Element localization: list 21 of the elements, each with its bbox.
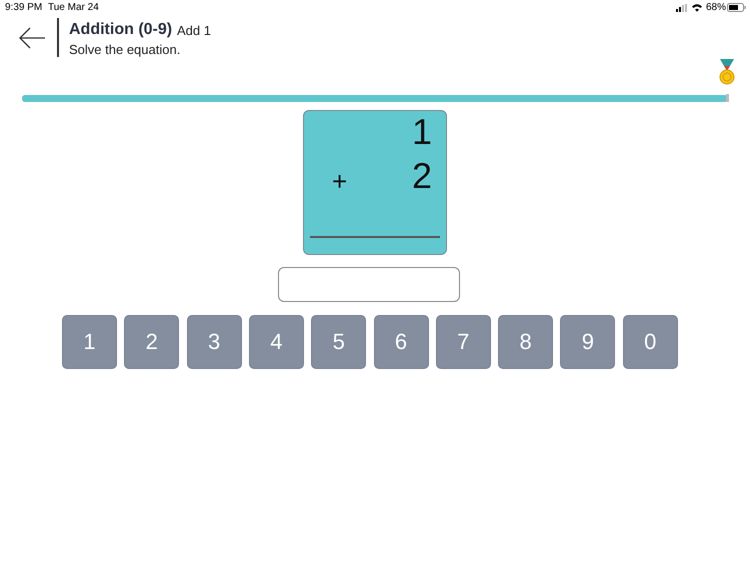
subtitle: Add 1 bbox=[177, 23, 211, 38]
number-key: 8 bbox=[498, 315, 554, 369]
number-key: 1 bbox=[62, 315, 117, 369]
lesson-title: Addition (0-9) bbox=[69, 21, 172, 39]
addend: 2 bbox=[412, 155, 432, 197]
plus-sign: + bbox=[332, 166, 348, 197]
problem-card bbox=[303, 110, 447, 255]
number-key: 9 bbox=[560, 315, 616, 369]
answer-input-field bbox=[278, 267, 460, 302]
number-key: 7 bbox=[436, 315, 491, 369]
number-key: 6 bbox=[374, 315, 428, 369]
number-key: 4 bbox=[248, 315, 304, 369]
number-key: 0 bbox=[622, 315, 678, 369]
number-key: 5 bbox=[311, 315, 366, 369]
status-time: 9:39 PM bbox=[5, 2, 42, 13]
battery-percentage: 68% bbox=[706, 2, 726, 13]
status-date: Tue Mar 24 bbox=[48, 2, 99, 13]
number-key: 2 bbox=[124, 315, 180, 369]
addend: 1 bbox=[412, 111, 432, 153]
instruction-text: Solve the equation. bbox=[69, 42, 180, 57]
number-key: 3 bbox=[186, 315, 242, 369]
